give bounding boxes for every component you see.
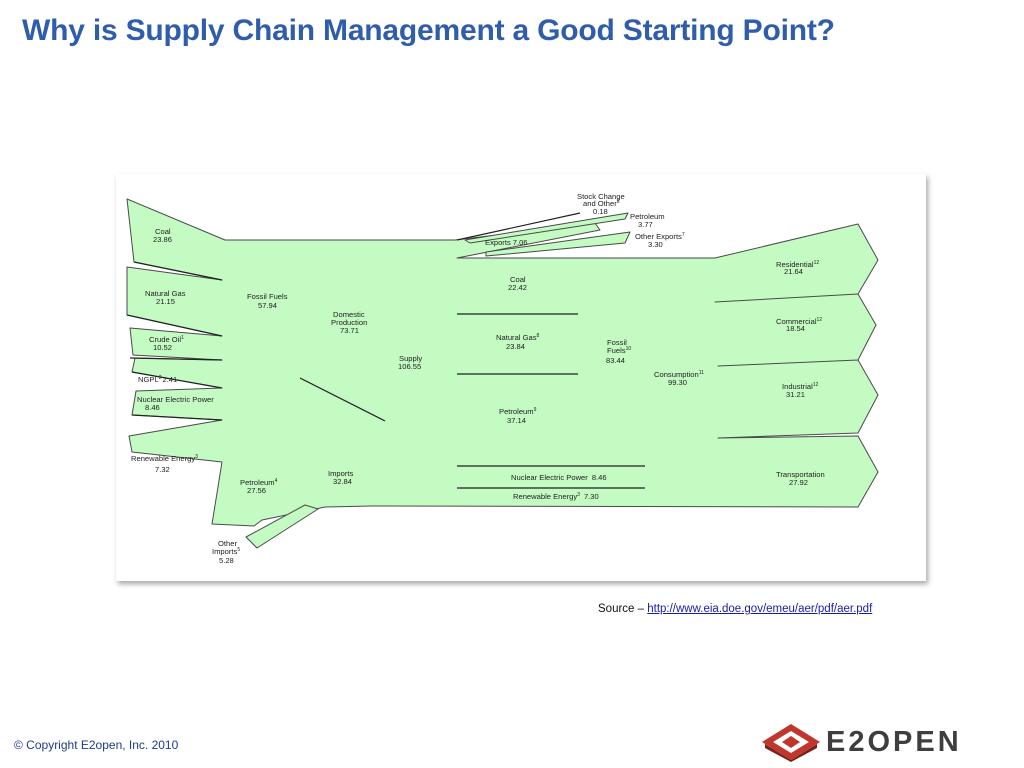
sep-nuclear: [131, 414, 223, 421]
label-natural-gas: Natural Gas: [145, 289, 186, 298]
label-commercial: Commercial12: [776, 317, 822, 326]
label-residential: Residential12: [776, 260, 819, 269]
label-transportation: Transportation: [776, 470, 825, 479]
label-ngpl: NGPL22.41: [138, 375, 177, 384]
label-other-exports: Other Exports7: [635, 232, 685, 241]
label-consumption: Consumption11: [654, 370, 704, 379]
value-mid-fossil: 83.44: [606, 356, 625, 365]
energy-flow-svg: Coal 23.86 Natural Gas 21.15 Crude Oil1 …: [126, 192, 879, 565]
label-coal: Coal: [155, 227, 171, 236]
label-imports: Imports: [328, 469, 354, 478]
label-nuclear: Nuclear Electric Power: [137, 395, 214, 404]
value-imports: 32.84: [333, 477, 352, 486]
main-supply-flow: [126, 198, 879, 527]
copyright-text: © Copyright E2open, Inc. 2010: [14, 738, 179, 752]
value-commercial: 18.54: [786, 324, 805, 333]
other-exports-flow: [485, 231, 631, 257]
value-other-imports: 5.28: [219, 556, 234, 565]
label-mid-fossil-line2: Fuels10: [607, 346, 631, 355]
value-other-exports: 3.30: [648, 240, 663, 249]
label-fossil-fuels: Fossil Fuels: [247, 292, 288, 301]
label-domestic-line2: Production: [331, 318, 367, 327]
value-import-petroleum: 27.56: [247, 486, 266, 495]
value-domestic: 73.71: [340, 326, 359, 335]
label-industrial: Industrial12: [782, 382, 819, 391]
logo-wordmark: E2OPEN: [826, 726, 962, 758]
value-export-petroleum: 3.77: [638, 220, 653, 229]
e2open-logo: E2OPEN: [760, 722, 1022, 762]
value-mid-petroleum: 37.14: [507, 416, 526, 425]
sep-coal: [133, 261, 223, 281]
source-citation: Source – http://www.eia.doe.gov/emeu/aer…: [598, 603, 872, 615]
value-fossil-fuels: 57.94: [258, 301, 277, 310]
sep-oil: [129, 357, 223, 361]
other-imports-flow: [245, 504, 319, 549]
sep-ngpl: [131, 371, 223, 389]
label-other-imports-line2: Imports5: [212, 547, 240, 556]
value-natural-gas: 21.15: [156, 297, 175, 306]
label-stock-change-line1: Stock Change: [577, 192, 625, 201]
value-mid-coal: 22.42: [508, 283, 527, 292]
petroleum-exports-flow: [464, 212, 629, 244]
value-crude-oil: 10.52: [153, 343, 172, 352]
value-consumption: 99.30: [668, 378, 687, 387]
energy-flow-diagram: Coal 23.86 Natural Gas 21.15 Crude Oil1 …: [116, 174, 926, 581]
label-mid-petroleum: Petroleum9: [499, 407, 537, 416]
value-residential: 21.64: [784, 267, 803, 276]
value-industrial: 31.21: [786, 390, 805, 399]
label-stock-change-line2: and Other6: [583, 199, 620, 208]
value-renewable: 7.32: [155, 465, 170, 474]
label-import-petroleum: Petroleum4: [240, 478, 278, 487]
page-title: Why is Supply Chain Management a Good St…: [22, 14, 835, 47]
stock-change-line: [456, 212, 581, 241]
source-prefix: Source –: [598, 603, 648, 615]
label-mid-fossil-line1: Fossil: [607, 338, 627, 347]
label-other-imports-line1: Other: [218, 539, 237, 548]
label-domestic-line1: Domestic: [333, 310, 365, 319]
value-nuclear: 8.46: [145, 403, 160, 412]
value-mid-natural-gas: 23.84: [506, 342, 525, 351]
label-export-petroleum: Petroleum: [630, 212, 665, 221]
value-supply: 106.55: [398, 362, 421, 371]
value-stock-change: 0.18: [593, 207, 608, 216]
label-crude-oil: Crude Oil1: [149, 335, 184, 344]
value-transportation: 27.92: [789, 478, 808, 487]
e2open-diamond-logo-icon: [762, 724, 820, 762]
sep-gas: [126, 314, 223, 337]
source-link[interactable]: http://www.eia.doe.gov/emeu/aer/pdf/aer.…: [647, 603, 873, 615]
label-renewable: Renewable Energy3: [131, 454, 198, 463]
value-coal: 23.86: [153, 235, 172, 244]
label-mid-natural-gas: Natural Gas8: [496, 333, 540, 342]
sep-domestic: [299, 377, 386, 422]
label-supply: Supply: [399, 354, 422, 363]
label-mid-coal: Coal: [510, 275, 526, 284]
